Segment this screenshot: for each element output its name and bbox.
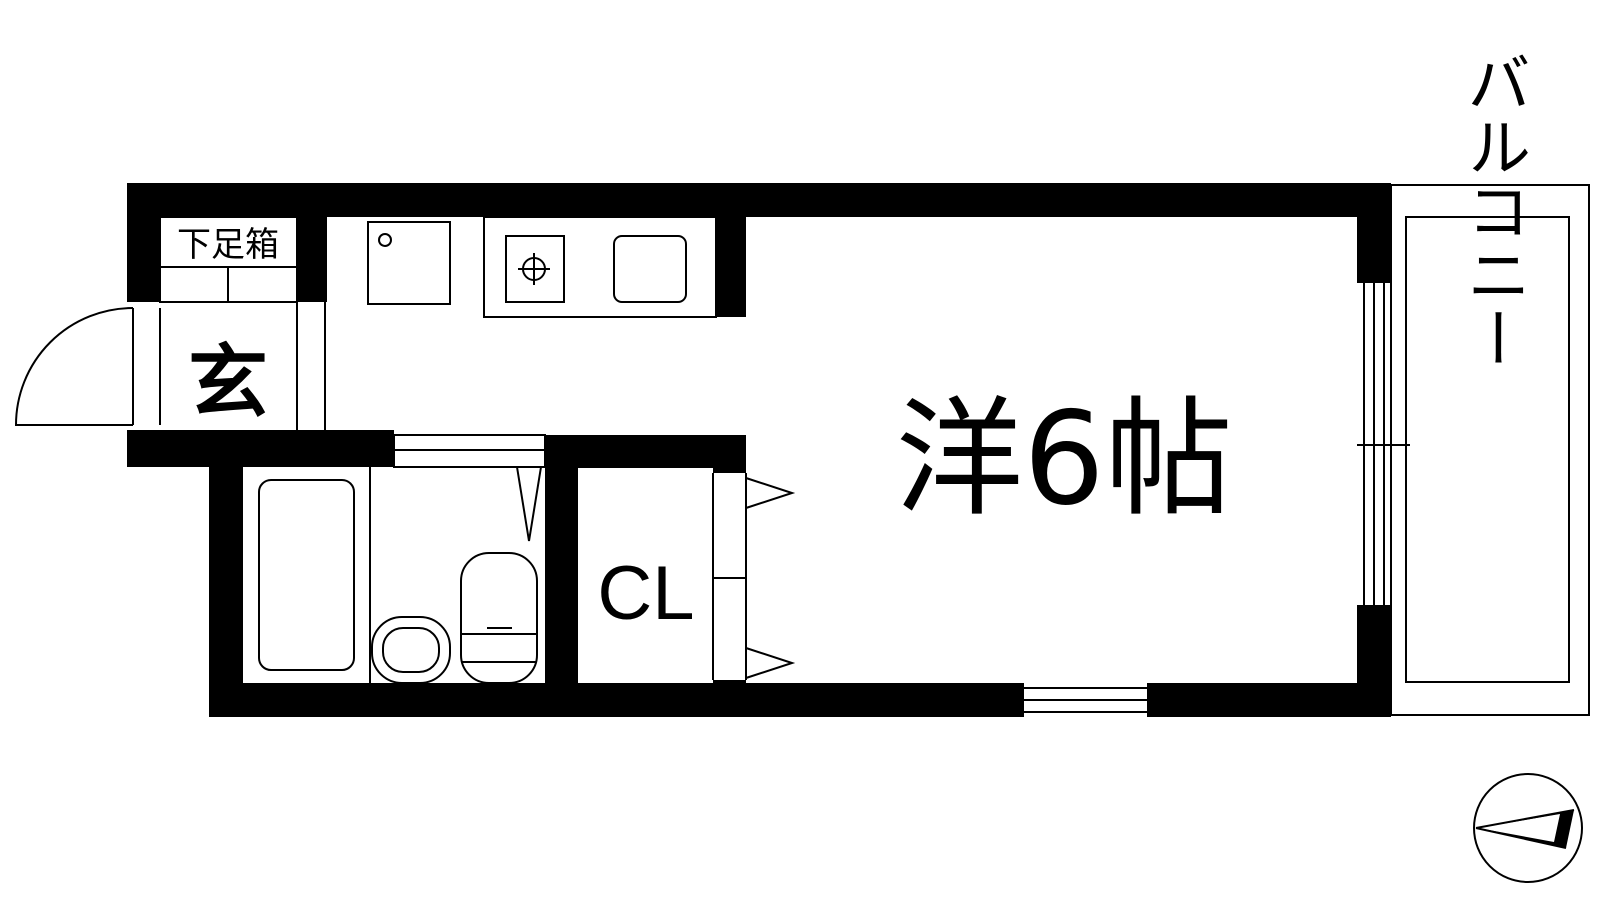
closet: CL	[597, 473, 796, 680]
closet-top-wall	[545, 435, 745, 468]
balcony-label: バルコニー	[1456, 50, 1530, 370]
stove	[505, 235, 565, 303]
genkan-area: 下足箱 玄	[159, 216, 326, 430]
balcony: バルコニー	[1390, 50, 1590, 716]
closet-label: CL	[597, 551, 694, 636]
washbasin	[371, 616, 451, 684]
exterior-walls	[127, 183, 1391, 717]
genkan-kitchen-wall	[297, 217, 327, 302]
top-wall	[127, 183, 1391, 217]
closet-right-stub-top	[713, 435, 746, 473]
kitchen-end-wall	[716, 217, 746, 317]
toilet	[460, 552, 538, 684]
kitchen-counter	[483, 216, 717, 318]
left-upper-wall	[127, 183, 160, 302]
bottom-window	[1024, 687, 1147, 713]
interior-walls	[297, 217, 746, 717]
entrance-bottom-wall	[127, 430, 394, 467]
closet-right-stub-bottom	[713, 680, 746, 717]
bath-left-wall	[209, 430, 243, 717]
right-wall-upper	[1357, 183, 1391, 283]
bathroom	[258, 434, 546, 684]
compass-icon	[1473, 773, 1583, 883]
sink	[613, 235, 687, 303]
entrance-door	[14, 307, 161, 426]
shoe-box-label: 下足箱	[177, 225, 279, 265]
right-wall-lower	[1357, 605, 1391, 717]
balcony-door	[1357, 283, 1410, 605]
toilet-closet-wall	[545, 435, 578, 717]
kitchen	[367, 216, 717, 318]
entrance-label: 玄	[188, 336, 268, 429]
washer-space	[367, 221, 451, 305]
shoe-box	[159, 216, 298, 268]
bottom-wall-left	[209, 683, 1024, 717]
compass	[1473, 773, 1583, 883]
bathtub	[258, 479, 355, 671]
main-room-label: 洋6帖	[895, 385, 1232, 534]
bottom-wall-right	[1147, 683, 1391, 717]
